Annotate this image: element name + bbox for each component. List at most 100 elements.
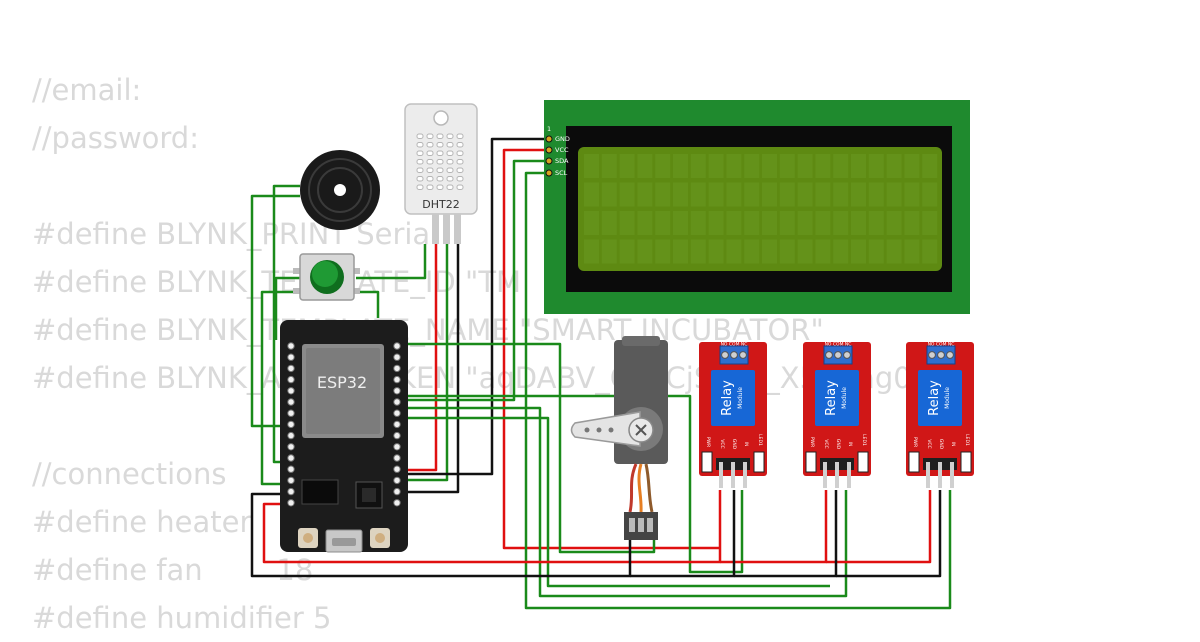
lcd-cell <box>673 239 688 264</box>
wire-green[interactable] <box>356 290 380 318</box>
esp32-pin[interactable] <box>287 431 295 440</box>
wire-green[interactable] <box>404 416 830 588</box>
esp32-pin[interactable] <box>287 409 295 417</box>
wire-red[interactable] <box>826 490 932 564</box>
terminal-screw[interactable] <box>937 351 945 359</box>
esp32-pin[interactable] <box>287 487 295 496</box>
wire-red[interactable] <box>502 148 720 550</box>
esp32-pin[interactable] <box>393 353 401 361</box>
lcd-cell <box>886 211 902 235</box>
esp32-pin[interactable] <box>287 375 295 384</box>
esp32-pin[interactable] <box>287 476 295 485</box>
terminal-screw[interactable] <box>843 351 851 359</box>
wire-green[interactable] <box>404 406 848 598</box>
lcd-cell <box>868 154 884 178</box>
esp32-pin[interactable] <box>393 476 401 485</box>
esp32-pin[interactable] <box>287 387 295 395</box>
esp32-pin[interactable] <box>393 342 401 350</box>
relay-pin[interactable] <box>938 462 942 488</box>
esp32-pin[interactable] <box>287 420 295 429</box>
relay-pin[interactable] <box>835 462 839 488</box>
esp32-pin[interactable] <box>393 364 401 373</box>
lcd-display[interactable]: 1 GND VCC SDA SCL <box>544 100 970 314</box>
wire-black[interactable] <box>404 214 460 494</box>
esp32-pin[interactable] <box>287 443 295 451</box>
lcd-cell <box>690 239 706 264</box>
esp32-pin[interactable] <box>393 443 401 451</box>
wire-red[interactable] <box>404 214 438 472</box>
grille-hole <box>436 167 444 173</box>
terminal-screw[interactable] <box>730 351 738 359</box>
terminal-screw[interactable] <box>928 351 936 359</box>
pwr-led <box>805 451 817 473</box>
wire-black[interactable] <box>250 492 632 578</box>
wire-red[interactable] <box>262 490 722 564</box>
lcd-cell <box>744 182 760 207</box>
dht22-sensor[interactable]: DHT22 <box>404 103 478 244</box>
esp32-pin[interactable] <box>287 465 295 473</box>
wire-green[interactable] <box>404 159 549 402</box>
relay-pin[interactable] <box>926 462 930 488</box>
relay-pin[interactable] <box>823 462 827 488</box>
wire-green[interactable] <box>404 214 449 482</box>
grille-hole <box>436 133 444 139</box>
wire-green[interactable] <box>404 342 656 554</box>
wire-green[interactable] <box>260 290 300 486</box>
lcd-cell <box>762 239 777 264</box>
esp32-pin[interactable] <box>393 465 401 473</box>
lcd-cell <box>584 239 599 264</box>
esp32-pin[interactable] <box>393 409 401 417</box>
esp32-pin[interactable] <box>393 454 401 462</box>
esp32-pin[interactable] <box>393 487 401 496</box>
buzzer[interactable] <box>300 150 380 230</box>
wire-green[interactable] <box>404 394 744 574</box>
grille-hole <box>426 133 434 139</box>
wire-black[interactable] <box>404 137 549 476</box>
servo-motor[interactable] <box>570 336 669 540</box>
terminal-screw[interactable] <box>946 351 954 359</box>
esp32-pin[interactable] <box>287 499 295 507</box>
wire-green[interactable] <box>524 171 952 610</box>
esp32-pin[interactable] <box>393 420 401 429</box>
relay-pin-label: VCC <box>719 439 725 448</box>
relay-pin[interactable] <box>719 462 723 488</box>
terminal-screw[interactable] <box>721 351 729 359</box>
relay-pin[interactable] <box>847 462 851 488</box>
lcd-cell <box>744 211 760 235</box>
esp32-pin[interactable] <box>287 398 295 406</box>
wire-red[interactable] <box>720 490 828 564</box>
relay-pin[interactable] <box>950 462 954 488</box>
relay-pin[interactable] <box>743 462 747 488</box>
grille-hole <box>416 184 424 190</box>
relay-pin[interactable] <box>731 462 735 488</box>
wire-black[interactable] <box>836 490 942 578</box>
lcd-character-grid <box>584 154 938 264</box>
terminal-screw[interactable] <box>739 351 747 359</box>
esp32-pin[interactable] <box>287 454 295 462</box>
esp32-board[interactable]: ESP32 <box>280 320 408 553</box>
relay-pwr-label: PWR <box>705 437 711 447</box>
terminal-screw[interactable] <box>825 351 833 359</box>
esp32-pin[interactable] <box>393 499 401 507</box>
wire-green[interactable] <box>250 194 300 428</box>
pushbutton[interactable] <box>293 253 360 301</box>
lcd-pin-scl: SCL <box>555 169 568 177</box>
grille-hole <box>416 167 424 173</box>
terminal-screw[interactable] <box>834 351 842 359</box>
grille-hole <box>426 150 434 156</box>
esp32-pin[interactable] <box>287 353 295 361</box>
lcd-cell <box>779 182 795 207</box>
esp32-pin[interactable] <box>393 387 401 395</box>
lcd-cell <box>904 154 920 178</box>
esp32-pin[interactable] <box>287 342 295 350</box>
wire-green[interactable] <box>356 244 427 280</box>
esp32-pin[interactable] <box>393 398 401 406</box>
wire-green[interactable] <box>274 276 300 340</box>
esp32-pin[interactable] <box>287 364 295 373</box>
esp32-pin[interactable] <box>393 431 401 440</box>
lcd-cell <box>744 154 760 178</box>
esp32-pin[interactable] <box>393 375 401 384</box>
